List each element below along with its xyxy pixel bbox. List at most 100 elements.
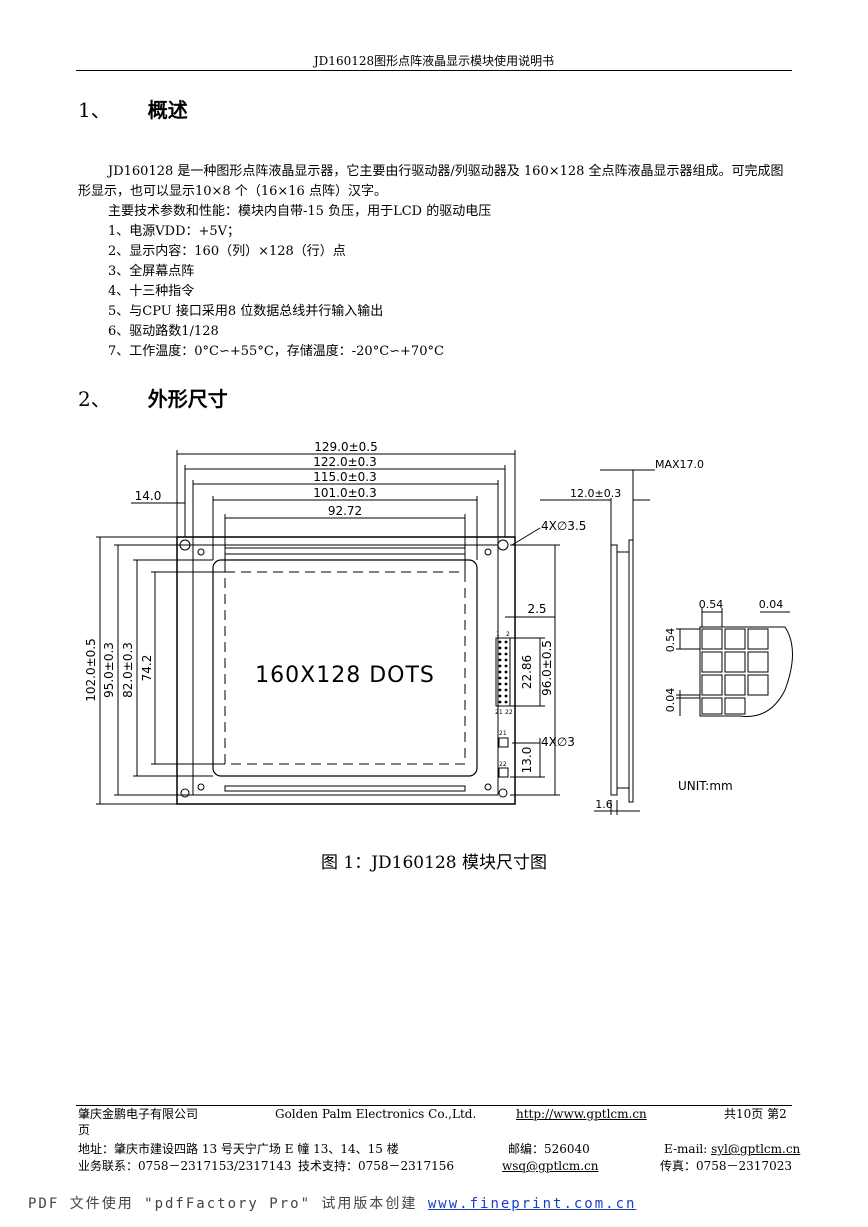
- footer-tech-email-link[interactable]: wsq@gptlcm.cn: [502, 1159, 599, 1173]
- connector-pin: [504, 640, 508, 644]
- spec-list: 1、电源VDD：+5V； 2、显示内容：160（列）×128（行）点 3、全屏幕…: [108, 222, 444, 362]
- connector-pin: [498, 652, 502, 656]
- spec-item: 1、电源VDD：+5V；: [108, 224, 241, 239]
- spec-item: 6、驱动路数1/128: [108, 324, 219, 339]
- mount-hole: [197, 783, 205, 791]
- footer-address: 地址：肇庆市建设四路 13 号天宁广场 E 幢 13、14、15 楼: [78, 1142, 399, 1156]
- section2-heading: 2、 外形尺寸: [78, 383, 228, 412]
- connector-pin: [504, 664, 508, 668]
- dim-right-height: 96.0±0.5: [540, 640, 554, 696]
- footer-company-cn: 肇庆金鹏电子有限公司: [78, 1107, 199, 1121]
- bottom-strip: [224, 785, 466, 792]
- mount-hole: [197, 548, 205, 556]
- side-max: MAX17.0: [655, 458, 704, 471]
- spec-item: 3、全屏幕点阵: [108, 264, 195, 279]
- pixel-detail: [676, 608, 793, 717]
- pdf-watermark: PDF 文件使用 "pdfFactory Pro" 试用版本创建 www.fin…: [28, 1193, 636, 1213]
- connector-pin: [504, 682, 508, 686]
- connector-pin: [498, 676, 502, 680]
- section1-intro: JD160128 是一种图形点阵液晶显示器，它主要由行驱动器/列驱动器及 160…: [78, 164, 784, 199]
- connector-pin: [498, 640, 502, 644]
- footer-rule: [76, 1105, 792, 1106]
- pin-label: 1: [496, 631, 500, 638]
- pixel-width: 0.54: [699, 598, 724, 611]
- pixel-gap-y: 0.04: [664, 688, 677, 713]
- dim-overall-width: 129.0±0.5: [314, 440, 378, 454]
- pixel-height: 0.54: [664, 628, 677, 653]
- footer-page-suffix: 页: [78, 1123, 91, 1137]
- mount-hole: [498, 788, 508, 798]
- page-header: JD160128图形点阵液晶显示模块使用说明书: [313, 54, 555, 68]
- pin-label: 2: [506, 631, 510, 638]
- spec-item: 5、与CPU 接口采用8 位数据总线并行输入输出: [108, 304, 384, 319]
- section1-heading: 1、 概述: [78, 94, 188, 123]
- display-label: 160X128 DOTS: [255, 663, 435, 688]
- unit-note: UNIT:mm: [678, 779, 733, 793]
- footer-website-link[interactable]: http://www.gptlcm.cn: [516, 1107, 647, 1121]
- connector-pin: [498, 646, 502, 650]
- connector-pin: [498, 700, 502, 704]
- hole-note-bottom: 4X∅3: [541, 735, 575, 749]
- spec-item: 7、工作温度：0°C∽+55°C，存储温度：-20°C∽+70°C: [108, 344, 444, 359]
- bezel-outline: [212, 559, 478, 777]
- dim-pcb-width: 122.0±0.3: [313, 455, 377, 469]
- connector-pin: [504, 652, 508, 656]
- watermark-link[interactable]: www.fineprint.com.cn: [427, 1196, 637, 1212]
- pad-22: [498, 767, 509, 778]
- dim-active-width: 92.72: [328, 504, 362, 518]
- connector-pin: [504, 646, 508, 650]
- dim-view-width: 101.0±0.3: [313, 486, 377, 500]
- pcb-inner-outline: [192, 544, 499, 796]
- section1-number: 1、: [78, 98, 111, 122]
- dim-bottom-right: 13.0: [520, 747, 534, 774]
- footer-postcode: 邮编：526040: [508, 1142, 590, 1156]
- section2-number: 2、: [78, 387, 111, 411]
- watermark-text: PDF 文件使用 "pdfFactory Pro" 试用版本创建: [28, 1196, 428, 1212]
- footer-email-link[interactable]: syl@gptlcm.cn: [711, 1142, 801, 1156]
- mount-hole: [180, 788, 190, 798]
- side-view-bezel: [628, 539, 634, 803]
- viewing-area: [224, 571, 466, 765]
- connector-pin: [498, 664, 502, 668]
- module-outline: [176, 536, 516, 805]
- side-pcb-thickness: 1.6: [595, 798, 613, 811]
- dim-overall-height: 102.0±0.5: [84, 638, 98, 702]
- connector-pin: [504, 688, 508, 692]
- figure-caption: 图 1：JD160128 模块尺寸图: [321, 853, 547, 873]
- footer-page-info: 共10页 第2: [724, 1107, 787, 1121]
- pixel-gap-x: 0.04: [759, 598, 784, 611]
- footer-tech: 技术支持：0758－2317156: [298, 1159, 454, 1173]
- mount-hole: [484, 548, 492, 556]
- dim-pin-pitch: 2.5: [527, 602, 546, 616]
- mount-hole: [484, 783, 492, 791]
- dim-pin-span: 22.86: [520, 655, 534, 689]
- side-view-glass: [616, 551, 630, 789]
- spec-item: 4、十三种指令: [108, 284, 195, 299]
- footer-company-en: Golden Palm Electronics Co.,Ltd.: [275, 1107, 477, 1121]
- section2-title: 外形尺寸: [147, 387, 228, 411]
- spec-item: 2、显示内容：160（列）×128（行）点: [108, 244, 346, 259]
- connector-pin: [498, 670, 502, 674]
- pad-label: 21: [499, 730, 507, 737]
- connector-pin: [504, 658, 508, 662]
- dim-bezel-width: 115.0±0.3: [313, 470, 377, 484]
- top-strip: [224, 547, 466, 555]
- connector-pin: [498, 658, 502, 662]
- pad-label: 22: [499, 761, 507, 768]
- pin-label: 22: [505, 709, 513, 716]
- connector-pin: [504, 676, 508, 680]
- dim-bezel-height: 82.0±0.3: [121, 642, 135, 698]
- dim-pcb-height: 95.0±0.3: [102, 642, 116, 698]
- connector-pin: [504, 670, 508, 674]
- section1-title: 概述: [147, 98, 188, 122]
- footer-business: 业务联系：0758－2317153/2317143: [78, 1159, 292, 1173]
- side-thickness: 12.0±0.3: [570, 487, 621, 500]
- pad-21: [498, 737, 509, 748]
- pin-label: 21: [495, 709, 503, 716]
- mount-hole: [497, 539, 509, 551]
- connector-pins: [495, 637, 511, 707]
- footer-email-label: E-mail:: [664, 1142, 712, 1156]
- footer-fax: 传真：0758－2317023: [660, 1159, 792, 1173]
- connector-pin: [504, 700, 508, 704]
- connector-pin: [504, 694, 508, 698]
